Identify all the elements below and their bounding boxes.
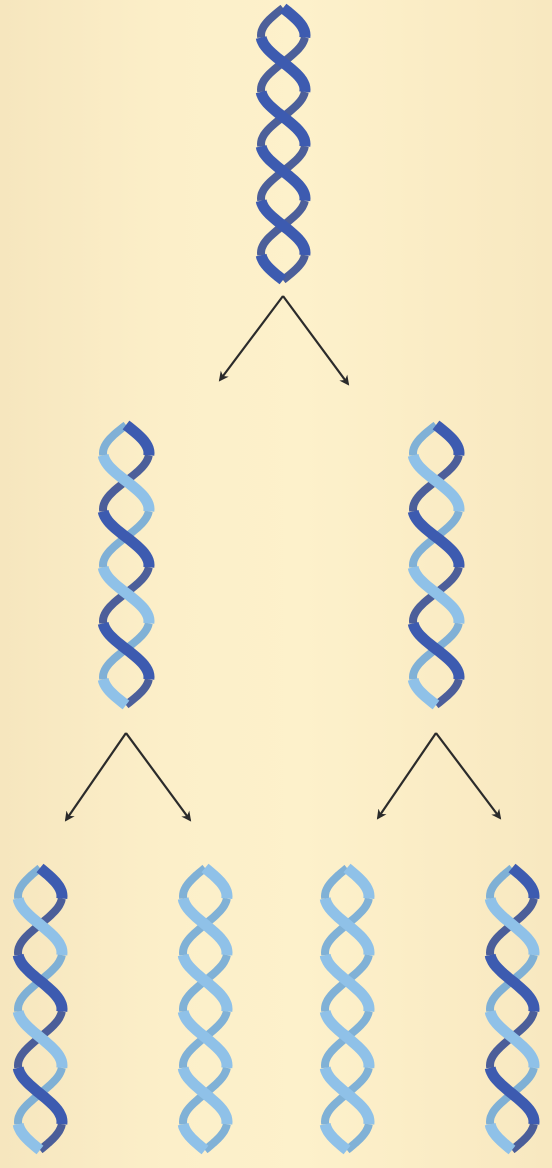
strand-1-front-segment — [205, 868, 227, 899]
dna-molecules — [18, 8, 534, 1150]
strand-2-back-segment — [183, 868, 205, 899]
strand-1-back-segment — [126, 679, 149, 705]
strand-1-front-segment — [347, 868, 369, 899]
strand-2-front-segment — [261, 255, 283, 280]
strand-2-back-segment — [18, 868, 40, 899]
strand-2-back-segment — [490, 868, 512, 899]
strand-2-front-segment — [325, 1124, 347, 1150]
dna-helix-g2-m1 — [18, 868, 62, 1150]
dna-helix-g1-m1 — [103, 425, 149, 705]
strand-1-front-segment — [126, 425, 149, 455]
strand-1-back-segment — [205, 1124, 227, 1150]
strand-2-front-segment — [18, 1124, 40, 1150]
strand-1-back-segment — [436, 679, 459, 705]
strand-1-back-segment — [512, 1124, 534, 1150]
strand-2-back-segment — [413, 425, 436, 455]
strand-1-back-segment — [40, 1124, 62, 1150]
arrow-g1-m2-to-g2-m3 — [378, 733, 436, 818]
dna-helix-g2-m2 — [183, 868, 227, 1150]
strand-1-front-segment — [283, 8, 305, 38]
strand-1-back-segment — [347, 1124, 369, 1150]
strand-2-front-segment — [103, 679, 126, 705]
arrow-g1-m2-to-g2-m4 — [436, 733, 500, 818]
strand-2-back-segment — [325, 868, 347, 899]
arrow-g1-m1-to-g2-m2 — [126, 733, 190, 820]
dna-helix-g2-m4 — [490, 868, 534, 1150]
strand-2-back-segment — [261, 8, 283, 38]
strand-1-back-segment — [283, 255, 305, 280]
strand-2-front-segment — [183, 1124, 205, 1150]
strand-2-back-segment — [103, 425, 126, 455]
strand-2-front-segment — [413, 679, 436, 705]
arrow-g1-m1-to-g2-m1 — [66, 733, 126, 820]
dna-helix-g2-m3 — [325, 868, 369, 1150]
replication-arrows — [66, 296, 500, 820]
arrow-g0-m1-to-g1-m2 — [283, 296, 348, 384]
strand-1-front-segment — [436, 425, 459, 455]
strand-2-front-segment — [490, 1124, 512, 1150]
strand-1-front-segment — [512, 868, 534, 899]
strand-1-front-segment — [40, 868, 62, 899]
dna-helix-g0-m1 — [261, 8, 305, 280]
dna-helix-g1-m2 — [413, 425, 459, 705]
arrow-g0-m1-to-g1-m1 — [220, 296, 283, 380]
